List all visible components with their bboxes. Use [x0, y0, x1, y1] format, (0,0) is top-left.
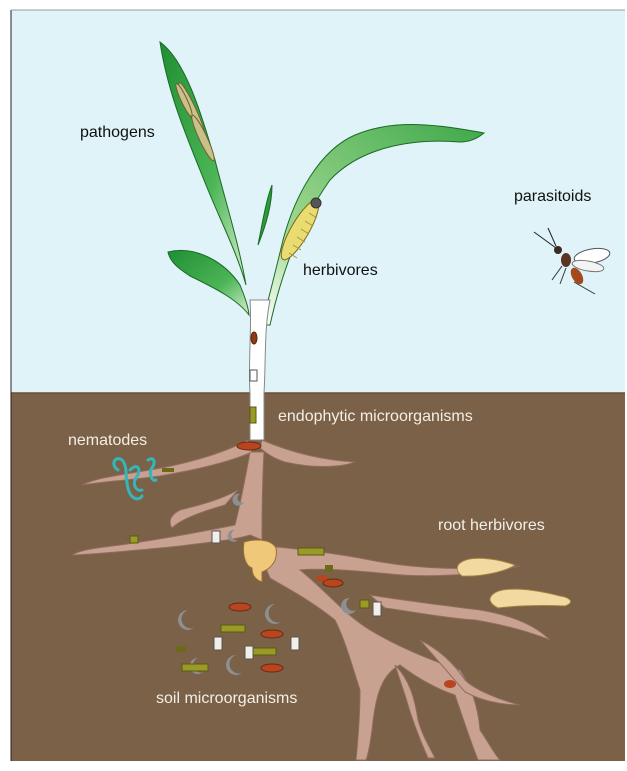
- label-soil-microorganisms: soil microorganisms: [156, 690, 297, 708]
- label-root-herbivores: root herbivores: [438, 517, 545, 535]
- label-pathogens: pathogens: [80, 124, 155, 142]
- label-herbivores: herbivores: [303, 262, 378, 280]
- label-nematodes: nematodes: [68, 432, 147, 450]
- label-endophytic-microorganisms: endophytic microorganisms: [278, 408, 473, 426]
- label-parasitoids: parasitoids: [514, 188, 591, 206]
